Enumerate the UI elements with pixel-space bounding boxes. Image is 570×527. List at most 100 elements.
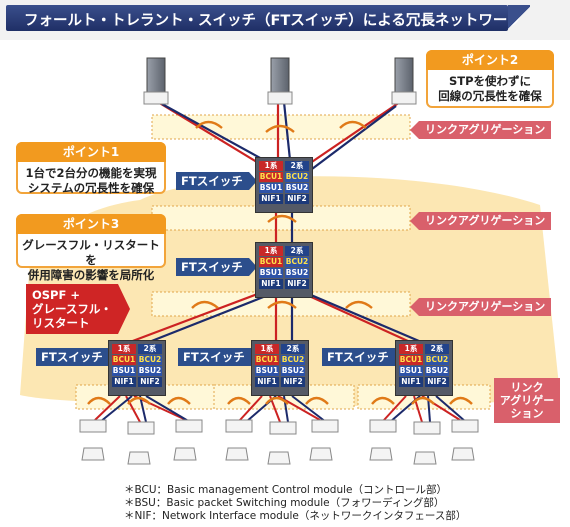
- system2-header: 2系: [138, 344, 162, 354]
- bcu2-module: BCU2: [285, 172, 309, 182]
- bcu1-module: BCU1: [259, 172, 283, 182]
- bcu1-module: BCU1: [255, 355, 279, 365]
- link-aggregation-label-bottom: リンク アグリゲー ション: [494, 378, 560, 423]
- bcu2-module: BCU2: [285, 257, 309, 267]
- system2-header: 2系: [285, 246, 309, 256]
- note-nif: ＊NIF：Network Interface module（ネットワークインタフ…: [124, 510, 467, 522]
- nif2-module: NIF2: [285, 279, 309, 289]
- title-box: フォールト・トレラント・スイッチ（FTスイッチ）による冗長ネットワーク: [6, 5, 522, 31]
- callout-point2: ポイント2 STPを使わずに 回線の冗長性を確保: [426, 50, 554, 108]
- system1-header: 1系: [259, 246, 283, 256]
- nif1-module: NIF1: [112, 377, 136, 387]
- nif1-module: NIF1: [259, 279, 283, 289]
- lag-vertical-line2: アグリゲー: [499, 394, 555, 407]
- module-legend: ＊BCU：Basic management Control module（コント…: [124, 484, 466, 523]
- callout-point3-line2: 併用障害の影響を局所化: [27, 268, 155, 282]
- callout-point3: ポイント3 グレースフル・リスタートを 併用障害の影響を局所化: [16, 214, 166, 282]
- bcu1-module: BCU1: [112, 355, 136, 365]
- system1-header: 1系: [112, 344, 136, 354]
- system2-header: 2系: [285, 161, 309, 171]
- lag-vertical-line3: ション: [510, 407, 544, 420]
- bsu1-module: BSU1: [399, 366, 423, 376]
- link-aggregation-label-top: リンクアグリゲーション: [409, 121, 552, 139]
- nif2-module: NIF2: [138, 377, 162, 387]
- nif2-module: NIF2: [285, 194, 309, 204]
- system2-header: 2系: [281, 344, 305, 354]
- note-bcu: ＊BCU：Basic management Control module（コント…: [124, 484, 447, 496]
- link-aggregation-label-mid2: リンクアグリゲーション: [409, 298, 552, 316]
- nif1-module: NIF1: [255, 377, 279, 387]
- note-bsu: ＊BSU：Basic packet Switching module（フォワーデ…: [124, 497, 445, 509]
- bsu2-module: BSU2: [281, 366, 305, 376]
- callout-point2-line2: 回線の冗長性を確保: [438, 89, 542, 103]
- server-center: [267, 57, 293, 105]
- system1-header: 1系: [399, 344, 423, 354]
- system1-header: 1系: [255, 344, 279, 354]
- callout-point2-line1: STPを使わずに: [448, 74, 532, 88]
- ospf-line1: OSPF +: [32, 288, 80, 302]
- title-decoration: [508, 5, 530, 31]
- bsu1-module: BSU1: [259, 183, 283, 193]
- nif2-module: NIF2: [281, 377, 305, 387]
- callout-point3-head: ポイント3: [16, 214, 166, 234]
- page-title: フォールト・トレラント・スイッチ（FTスイッチ）による冗長ネットワーク: [24, 13, 522, 29]
- ft-switch-label-core: FTスイッチ: [176, 172, 257, 190]
- callout-point3-body: グレースフル・リスタートを 併用障害の影響を局所化: [18, 238, 164, 283]
- bsu1-module: BSU1: [259, 268, 283, 278]
- ospf-label: OSPF + グレースフル・ リスタート: [26, 284, 130, 334]
- aggregation-arcs: [87, 120, 473, 405]
- link-aggregation-label-mid1: リンクアグリゲーション: [409, 212, 552, 230]
- bcu2-module: BCU2: [281, 355, 305, 365]
- bsu1-module: BSU1: [112, 366, 136, 376]
- title-bar: フォールト・トレラント・スイッチ（FTスイッチ）による冗長ネットワーク: [0, 0, 570, 40]
- ospf-line2: グレースフル・: [32, 302, 112, 316]
- bsu2-module: BSU2: [285, 268, 309, 278]
- lag-vertical-line1: リンク: [510, 381, 544, 394]
- bsu2-module: BSU2: [138, 366, 162, 376]
- bcu1-module: BCU1: [259, 257, 283, 267]
- bsu2-module: BSU2: [285, 183, 309, 193]
- ft-switch-label-access-left: FTスイッチ: [36, 348, 117, 366]
- bcu2-module: BCU2: [138, 355, 162, 365]
- callout-point2-body: STPを使わずに 回線の冗長性を確保: [428, 74, 552, 104]
- callout-point1-line1: 1台で2台分の機能を実現: [25, 166, 157, 180]
- callout-point1-line2: システムの冗長性を確保: [27, 181, 155, 195]
- nif2-module: NIF2: [425, 377, 449, 387]
- system1-header: 1系: [259, 161, 283, 171]
- nif1-module: NIF1: [259, 194, 283, 204]
- bsu2-module: BSU2: [425, 366, 449, 376]
- callout-point1-body: 1台で2台分の機能を実現 システムの冗長性を確保: [18, 166, 164, 196]
- callout-point3-line1: グレースフル・リスタートを: [22, 238, 160, 267]
- callout-point1-head: ポイント1: [16, 142, 166, 162]
- ft-switch-label-access-center: FTスイッチ: [178, 348, 259, 366]
- bcu2-module: BCU2: [425, 355, 449, 365]
- callout-point1: ポイント1 1台で2台分の機能を実現 システムの冗長性を確保: [16, 142, 166, 196]
- ospf-line3: リスタート: [32, 316, 90, 330]
- ft-switch-label-access-right: FTスイッチ: [322, 348, 403, 366]
- nif1-module: NIF1: [399, 377, 423, 387]
- server-right: [391, 57, 417, 105]
- bsu1-module: BSU1: [255, 366, 279, 376]
- server-left: [143, 57, 169, 105]
- callout-point2-head: ポイント2: [426, 50, 554, 70]
- clients: [79, 419, 479, 465]
- ft-switch-label-distribution: FTスイッチ: [176, 258, 257, 276]
- bcu1-module: BCU1: [399, 355, 423, 365]
- system2-header: 2系: [425, 344, 449, 354]
